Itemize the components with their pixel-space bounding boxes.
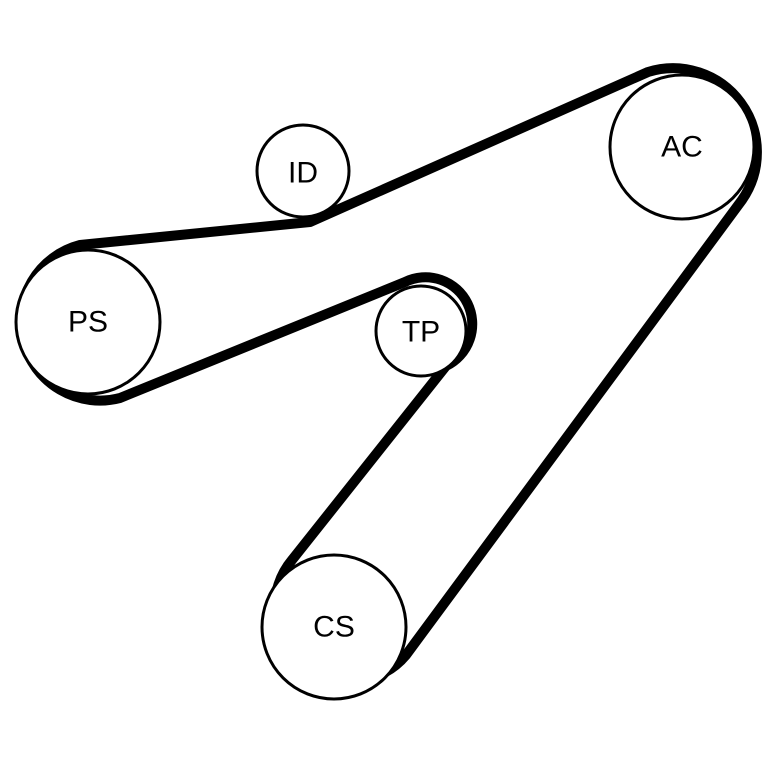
pulley-ac-label: AC bbox=[661, 131, 703, 164]
pulley-cs-circle bbox=[260, 553, 408, 701]
pulley-ac: AC bbox=[608, 73, 756, 221]
pulley-ps: PS bbox=[14, 248, 162, 396]
pulley-id-label: ID bbox=[288, 157, 318, 190]
pulley-id-circle bbox=[255, 123, 351, 219]
pulley-ac-circle bbox=[608, 73, 756, 221]
pulley-tp: TP bbox=[374, 284, 468, 378]
pulley-ps-circle bbox=[14, 248, 162, 396]
pulley-cs-label: CS bbox=[313, 611, 355, 644]
pulley-tp-label: TP bbox=[402, 316, 440, 349]
pulley-cs: CS bbox=[260, 553, 408, 701]
pulley-id: ID bbox=[255, 123, 351, 219]
pulley-ps-label: PS bbox=[68, 306, 108, 339]
pulley-tp-circle bbox=[374, 284, 468, 378]
